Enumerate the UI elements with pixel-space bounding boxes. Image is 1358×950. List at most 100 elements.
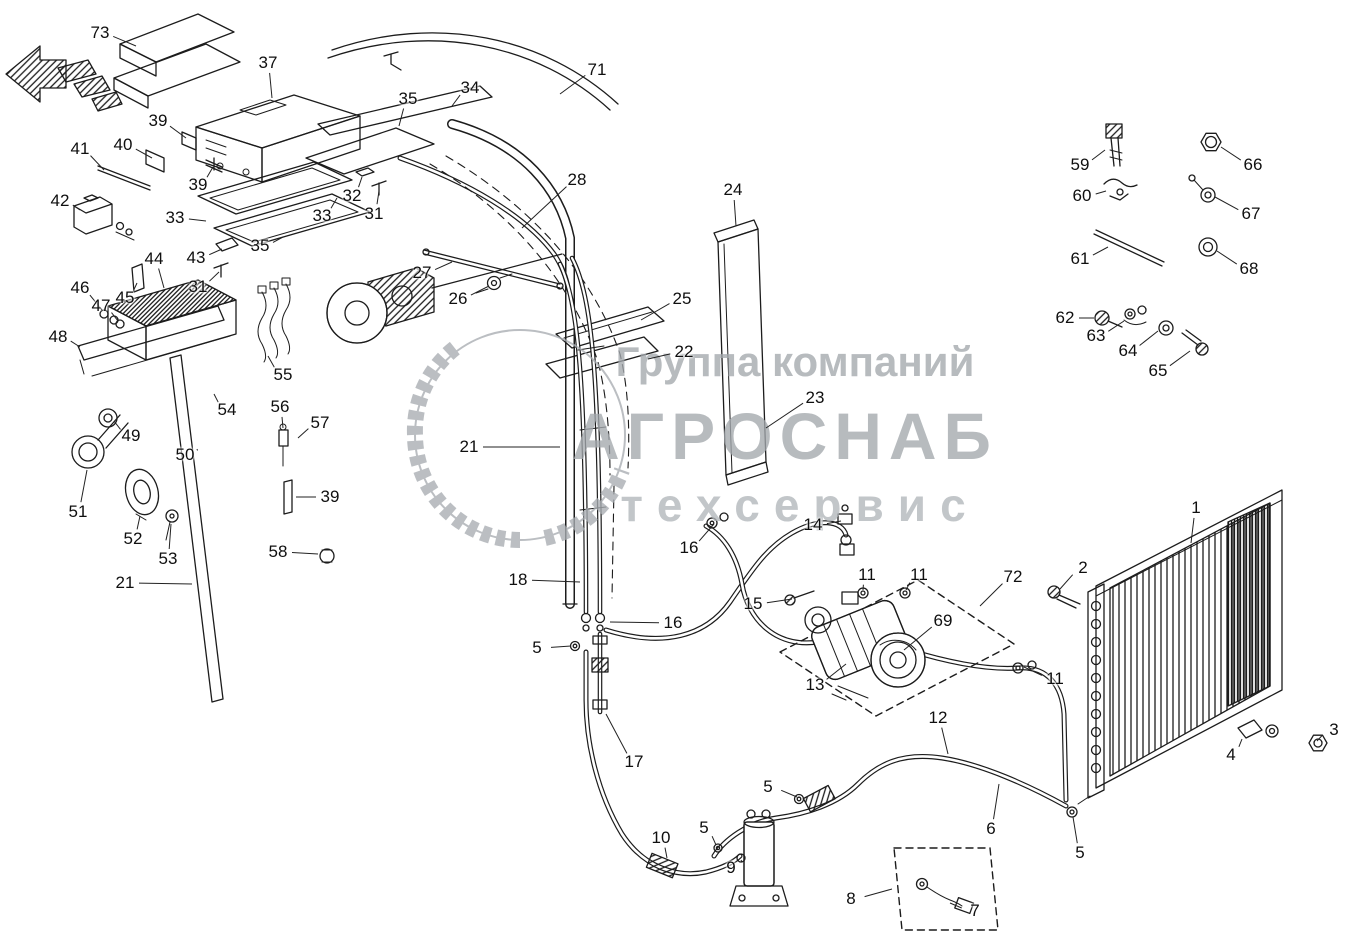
receiver-drier [729, 809, 789, 907]
leader-line-71 [559, 74, 586, 95]
leader-line-63 [1108, 320, 1125, 332]
leader-line-13 [826, 663, 847, 680]
leader-line-6 [993, 783, 1000, 820]
leader-line-54 [213, 393, 219, 403]
leader-line-32 [358, 176, 363, 188]
leader-line-35 [272, 236, 284, 243]
support-braces-27 [422, 248, 564, 290]
leader-line-48 [70, 340, 81, 348]
leader-line-59 [1091, 149, 1106, 161]
leader-line-17 [605, 713, 628, 754]
leader-line-52 [136, 515, 141, 530]
leader-line-7 [949, 902, 962, 909]
leader-line-1 [1190, 517, 1195, 544]
nut-3 [1308, 734, 1328, 752]
leader-line-21 [138, 582, 193, 585]
leader-line-16 [609, 621, 660, 624]
direction-arrow-icon [5, 45, 123, 112]
support-frame-48 [77, 305, 231, 377]
leader-line-24 [733, 199, 737, 227]
leader-line-69 [903, 626, 933, 651]
leader-line-34 [451, 94, 461, 107]
leader-line-39 [206, 166, 214, 178]
bolt-15 [784, 590, 815, 606]
leader-line-33 [330, 197, 338, 209]
leader-line-49 [113, 420, 121, 430]
roof-panel-73 [113, 13, 241, 109]
leader-line-43 [208, 248, 223, 256]
leader-line-10 [664, 847, 668, 859]
leader-line-56 [281, 416, 284, 429]
compressor-kit-box-72 [779, 579, 1015, 717]
leader-line-64 [1139, 330, 1159, 346]
fitting-26 [475, 273, 513, 294]
leader-line-51 [80, 469, 88, 503]
leader-line-44 [158, 268, 165, 289]
leader-line-5 [550, 645, 572, 648]
leader-line-35 [398, 108, 405, 127]
leader-line-39 [169, 125, 187, 139]
leader-line-5 [781, 789, 798, 798]
leader-line-46 [89, 294, 103, 311]
leader-line-40 [135, 148, 153, 159]
leader-line-47 [111, 312, 119, 322]
clutch-pulley-69 [870, 632, 926, 688]
leader-line-5 [711, 835, 717, 846]
corner-post-21 [447, 119, 578, 609]
leader-line-2 [1059, 574, 1074, 590]
clip-58 [319, 548, 335, 564]
pressure-switch-kit [893, 847, 999, 931]
leader-line-57 [297, 428, 309, 439]
leader-line-53 [168, 523, 172, 550]
leader-line-15 [766, 598, 793, 604]
leader-line-3 [1316, 735, 1323, 742]
leader-line-50 [196, 448, 198, 451]
leader-line-14 [826, 520, 842, 525]
pillar-trim-24 [713, 219, 769, 486]
leader-line-18 [531, 579, 581, 583]
leader-line-68 [1216, 250, 1238, 265]
bolt-53 [165, 509, 179, 541]
leader-line-12 [941, 727, 949, 755]
leader-line-9 [740, 859, 743, 863]
leader-line-72 [979, 583, 1003, 607]
leader-line-37 [269, 72, 273, 99]
leader-line-22 [647, 353, 671, 360]
bolt-2 [1047, 585, 1081, 609]
leader-line-58 [291, 552, 319, 555]
leader-line-65 [1169, 350, 1191, 367]
leader-line-67 [1214, 196, 1239, 211]
leader-line-31 [209, 271, 220, 282]
windshield-seal-71 [327, 32, 619, 111]
bracket-4 [1237, 719, 1279, 739]
mounting-brackets-left [73, 51, 402, 293]
tube-17 [591, 631, 609, 715]
leader-line-16 [698, 523, 715, 542]
leader-line-4 [1238, 738, 1243, 747]
hardware-59-68 [1093, 123, 1222, 356]
blower-motor [326, 267, 435, 344]
trim-strip-21 [169, 354, 224, 703]
condenser-1 [1066, 489, 1283, 818]
roof-frames-33-35 [197, 85, 493, 247]
leader-line-45 [133, 282, 138, 291]
leader-line-11 [905, 582, 911, 591]
hvac-housing-37 [195, 94, 361, 183]
leader-line-27 [434, 261, 453, 271]
wiring-harness-55 [257, 277, 291, 363]
leader-line-31 [376, 190, 380, 205]
leader-line-23 [765, 402, 804, 429]
leader-line-8 [864, 888, 893, 898]
fitting-14 [837, 504, 853, 525]
leader-line-73 [113, 35, 137, 47]
leader-line-61 [1092, 246, 1109, 256]
hose-elbow-51 [71, 414, 129, 469]
leader-line-33 [188, 218, 207, 222]
leader-line-60 [1095, 190, 1107, 195]
discharge-hose [905, 647, 1069, 803]
leader-line-42 [72, 204, 81, 211]
leader-line-55 [267, 355, 275, 368]
leader-line-28 [521, 186, 567, 229]
